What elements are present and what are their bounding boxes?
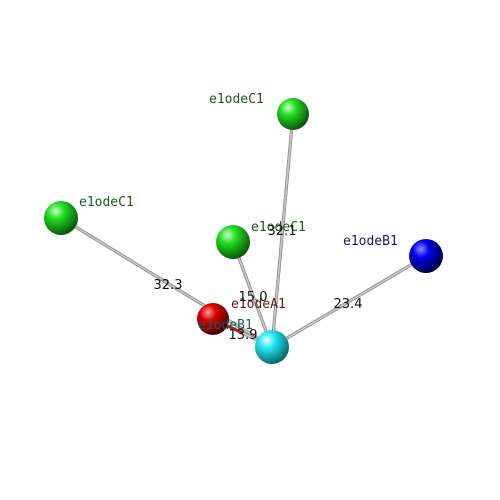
bond-c1_left [59,216,274,349]
atom-label-c1_left: e1odeC1 [79,195,134,210]
distance-label-c1_left: 32.3 [154,278,183,293]
atom-c1_top [277,98,309,130]
atom-label-center: e1odeB1 [198,318,253,333]
bond-b1_blue [270,254,428,349]
atom-a1_red [197,303,229,335]
atoms-layer [44,98,443,364]
distance-label-c1_top: 32.1 [268,224,297,239]
atom-label-a1_red: e1odeA1 [231,297,286,312]
atom-b1_blue [409,239,443,273]
atom-label-c1_top: e1odeC1 [209,92,264,107]
distance-label-a1_red: 13.9 [229,328,258,343]
distance-label-c1_mid: 15.0 [239,290,268,305]
atom-label-c1_mid: e1odeC1 [251,220,306,235]
bond-c1_mid [231,240,274,349]
atom-c1_mid [216,225,250,259]
atom-label-b1_blue: e1odeB1 [343,234,398,249]
labels-layer: e1odeC1 e1odeC1 e1odeC1 e1odeB1 e1odeA1 e1ode… [79,92,398,333]
atom-c1_left [44,201,78,235]
distances-layer: 32.1 32.3 15.0 23.4 13.9 [154,224,363,343]
bond-c1_top [270,112,295,349]
distance-label-b1_blue: 23.4 [334,297,363,312]
atom-center [255,330,289,364]
